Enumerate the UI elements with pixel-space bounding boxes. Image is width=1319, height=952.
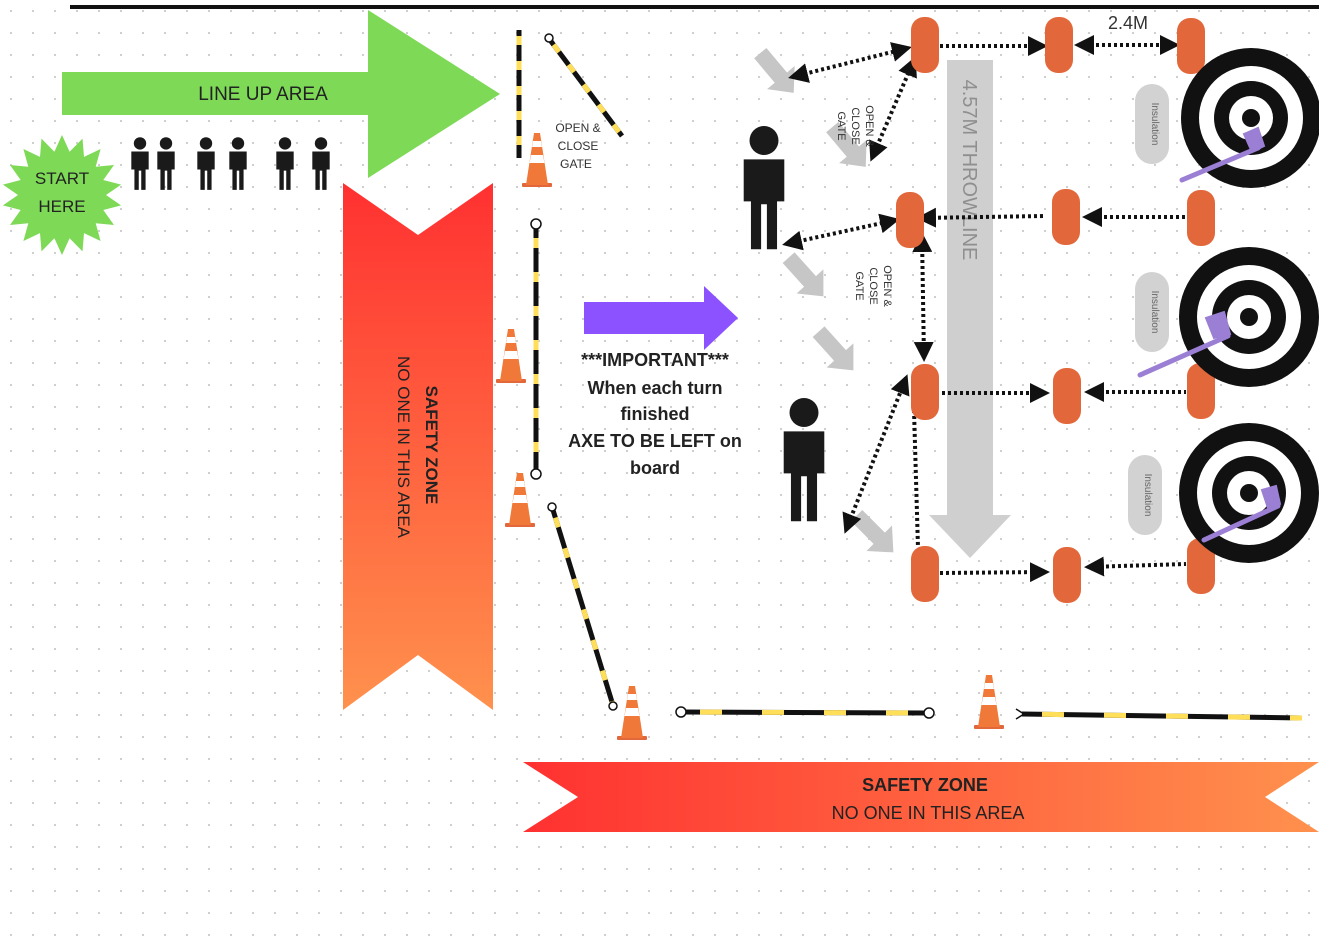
start-starburst: [2, 135, 122, 255]
target-icon: [1179, 247, 1319, 387]
safety-zone-bottom-subtitle: NO ONE IN THIS AREA: [832, 803, 1025, 823]
thrower-person-icon: [783, 398, 825, 522]
person-icon: [197, 137, 215, 190]
important-line2: When each turn: [587, 378, 722, 398]
cone-icon: [974, 675, 1004, 729]
gate-label-top-line2: CLOSE: [558, 139, 599, 153]
throwline-arrow: [929, 60, 1011, 558]
safety-zone-left-banner: [343, 183, 493, 710]
start-label-line1: START: [35, 169, 89, 188]
barrier-poles: [516, 30, 1303, 721]
barrier-pole-icon: [544, 33, 624, 138]
gate-label-mid1-line3: GATE: [835, 111, 847, 140]
post-marker: [1177, 18, 1205, 74]
safety-zone-bottom-banner: [523, 762, 1319, 832]
gate-label-mid2-line3: GATE: [853, 271, 865, 300]
insulation-panel: Insulation: [1135, 84, 1169, 164]
gate-label-mid1-line2: CLOSE: [849, 107, 861, 144]
insulation-label: Insulation: [1149, 291, 1160, 334]
safety-zone-bottom-title: SAFETY ZONE: [862, 775, 988, 795]
post-marker: [911, 17, 939, 73]
cone-icon: [505, 473, 535, 527]
post-marker: [911, 364, 939, 420]
important-line5: board: [630, 458, 680, 478]
insulation-panel: Insulation: [1135, 272, 1169, 352]
gate-label-mid2-line2: CLOSE: [867, 267, 879, 304]
arrow-icon: [754, 47, 795, 93]
line-up-arrow: [62, 10, 500, 178]
person-icon: [131, 137, 149, 190]
gate-label-mid2-line1: OPEN &: [881, 265, 893, 307]
post-marker: [1187, 190, 1215, 246]
barrier-pole-icon: [1015, 708, 1303, 721]
important-line4: AXE TO BE LEFT on: [568, 431, 742, 451]
queue-people: [131, 137, 330, 190]
arrow-icon: [826, 121, 867, 167]
dotted-connectors: [782, 35, 1187, 583]
barrier-pole-icon: [675, 706, 935, 719]
person-icon: [312, 137, 330, 190]
cone-icon: [522, 133, 552, 187]
purple-arrow-icon: [584, 286, 738, 350]
post-marker: [911, 546, 939, 602]
important-line1: ***IMPORTANT***: [581, 350, 729, 370]
line-up-label: LINE UP AREA: [198, 84, 328, 105]
distance-label: 2.4M: [1108, 13, 1148, 33]
target-icon: [1181, 48, 1319, 188]
gate-label-top-line1: OPEN &: [555, 121, 600, 135]
barrier-pole-icon: [530, 218, 542, 480]
person-icon: [229, 137, 247, 190]
gate-label-mid1: OPEN & CLOSE GATE: [835, 105, 875, 147]
important-note: ***IMPORTANT*** When each turn finished …: [568, 350, 742, 478]
post-marker: [1045, 17, 1073, 73]
axe-icon: [1137, 310, 1232, 378]
post-marker: [896, 192, 924, 248]
axe-icon: [1201, 484, 1282, 543]
thrower-person-icon: [743, 126, 785, 250]
gate-label-mid2: OPEN & CLOSE GATE: [853, 265, 893, 307]
gate-label-mid1-line1: OPEN &: [863, 105, 875, 147]
cone-icon: [617, 686, 647, 740]
safety-zone-left-title: SAFETY ZONE: [422, 386, 441, 505]
axe-icon: [1179, 126, 1266, 183]
important-line3: finished: [620, 404, 689, 424]
barrier-pole-icon: [547, 502, 618, 711]
arrow-icon: [782, 252, 824, 297]
post-marker: [1053, 547, 1081, 603]
person-icon: [276, 137, 294, 190]
throwline-label: 4.57M THROWLINE: [958, 80, 980, 261]
insulation-label: Insulation: [1149, 103, 1160, 146]
insulation-panel: Insulation: [1128, 455, 1162, 535]
start-label-line2: HERE: [38, 197, 85, 216]
insulation-label: Insulation: [1142, 474, 1153, 517]
cone-icon: [496, 329, 526, 383]
arrow-icon: [812, 326, 854, 371]
safety-zone-left-subtitle: NO ONE IN THIS AREA: [394, 356, 413, 539]
target-icon: [1179, 423, 1319, 563]
post-marker: [1052, 189, 1080, 245]
person-icon: [157, 137, 175, 190]
gate-label-top-line3: GATE: [560, 157, 592, 171]
post-marker: [1053, 368, 1081, 424]
